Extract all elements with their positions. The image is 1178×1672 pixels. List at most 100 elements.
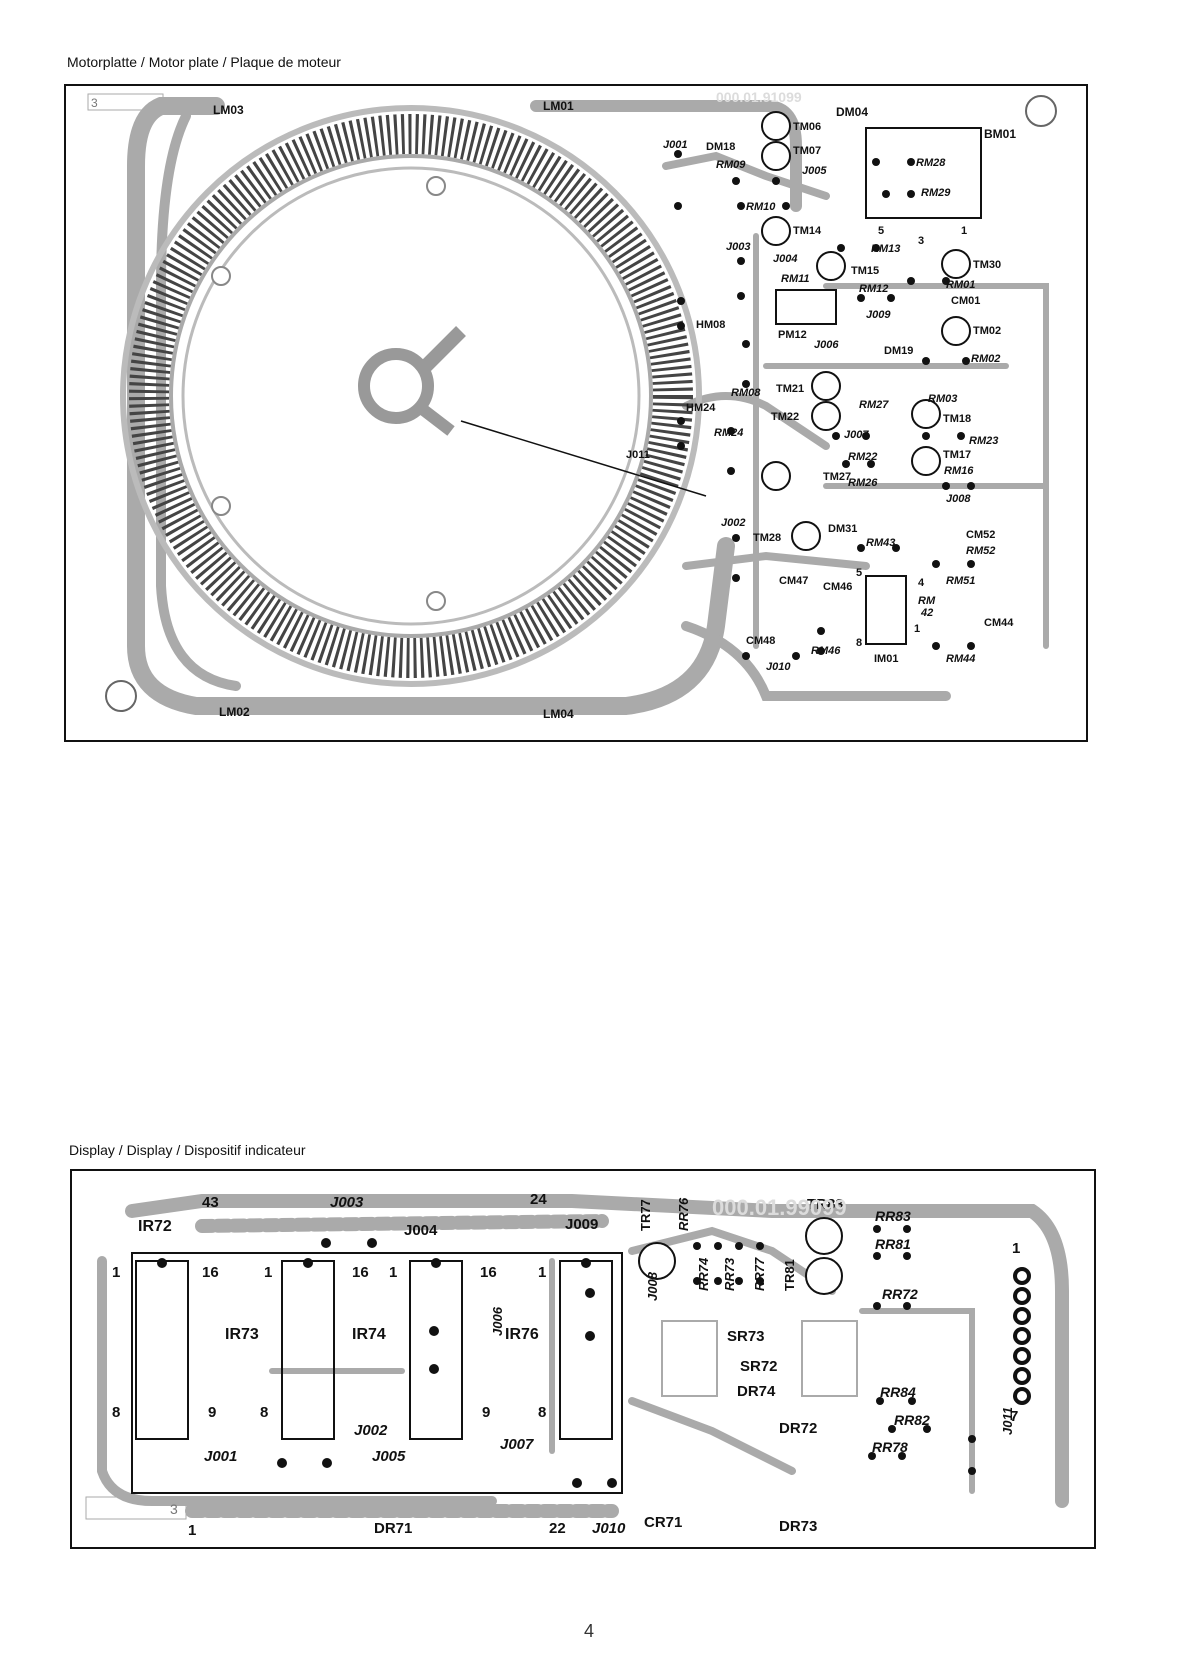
label-j011: J011	[626, 449, 650, 461]
pin-number: 16	[202, 1264, 219, 1281]
label-dr71: DR71	[374, 1520, 412, 1537]
label-tr81: TR81	[782, 1259, 797, 1291]
label-rm09: RM09	[716, 159, 746, 171]
display-outline	[131, 1252, 623, 1494]
pin-number: 1	[264, 1264, 272, 1281]
label-cm47: CM47	[779, 575, 808, 587]
motor-plate-layout: LM03 LM01 LM02 LM04 DM04 BM01 TM06 TM07 …	[87, 89, 1057, 721]
display-transistors	[638, 1217, 843, 1295]
label-tm02: TM02	[973, 325, 1001, 337]
label-j009: J009	[866, 309, 891, 321]
label-j011: J011	[1000, 1407, 1015, 1435]
label-tm22: TM22	[771, 411, 799, 423]
label-lm01: LM01	[543, 99, 574, 113]
label-rm11: RM11	[781, 273, 810, 285]
label-rr83: RR83	[875, 1208, 911, 1224]
label-rm10: RM10	[746, 201, 776, 213]
sr73-block	[661, 1320, 718, 1397]
label-lm04: LM04	[543, 707, 574, 721]
label-dm18: DM18	[706, 141, 735, 153]
label-tm15: TM15	[851, 265, 879, 277]
pin-number: 22	[549, 1520, 566, 1537]
display-caption: Display / Display / Dispositif indicateu…	[69, 1142, 306, 1158]
label-rm46: RM46	[811, 645, 841, 657]
display-edge-marker-digit: 3	[170, 1501, 178, 1517]
label-rm23: RM23	[969, 435, 998, 447]
label-dm19: DM19	[884, 345, 913, 357]
label-j005: J005	[802, 165, 827, 177]
label-j002: J002	[721, 517, 745, 529]
label-cm01: CM01	[951, 295, 980, 307]
pin-number: 3	[918, 235, 924, 247]
label-tm27: TM27	[823, 471, 851, 483]
label-j006: J006	[490, 1306, 505, 1336]
label-rm: RM	[918, 595, 936, 607]
label-j001: J001	[204, 1448, 237, 1465]
label-j002: J002	[354, 1422, 388, 1439]
label-tm30: TM30	[973, 259, 1001, 271]
label-rm01: RM01	[946, 279, 975, 291]
label-rr81: RR81	[875, 1236, 911, 1252]
pin-number: 1	[112, 1264, 120, 1281]
label-rm12: RM12	[859, 283, 888, 295]
page-number: 4	[583, 1621, 594, 1641]
pin-number: 8	[538, 1404, 546, 1421]
pin-number: 1	[961, 225, 967, 237]
label-rm08: RM08	[731, 387, 761, 399]
im01-ic	[865, 575, 907, 645]
pin-number: 16	[480, 1264, 497, 1281]
motor-plate-board: LM03 LM01 LM02 LM04 DM04 BM01 TM06 TM07 …	[64, 84, 1088, 742]
label-tm17: TM17	[943, 449, 971, 461]
pin-number: 1	[389, 1264, 397, 1281]
label-rm27: RM27	[859, 399, 889, 411]
motor-board-code: 000.01.91099	[716, 89, 802, 105]
ir72-ic	[135, 1260, 189, 1440]
pin-number: 8	[260, 1404, 268, 1421]
sr72-block	[801, 1320, 858, 1397]
label-cm48: CM48	[746, 635, 775, 647]
label-j007: J007	[500, 1436, 534, 1453]
label-rr77: RR77	[752, 1257, 767, 1291]
label-tm06: TM06	[793, 121, 821, 133]
label-rm28: RM28	[916, 157, 946, 169]
label-rm44: RM44	[946, 653, 975, 665]
label-rr73: RR73	[722, 1257, 737, 1291]
pin-number: 1	[188, 1522, 196, 1539]
label-j008: J008	[645, 1271, 660, 1301]
label-rm24: RM24	[714, 427, 743, 439]
label-rm26: RM26	[848, 477, 878, 489]
pin-number: 4	[918, 577, 925, 589]
label-j004: J004	[404, 1222, 438, 1239]
motor-component-labels: LM03 LM01 LM02 LM04 DM04 BM01 TM06 TM07 …	[87, 89, 1016, 721]
label-ir74: IR74	[352, 1326, 386, 1343]
pin-number: 24	[530, 1191, 547, 1208]
label-dr73: DR73	[779, 1518, 817, 1535]
label-ir73: IR73	[225, 1326, 259, 1343]
label-j004: J004	[773, 253, 797, 265]
transistors	[761, 111, 971, 551]
label-hm24: HM24	[686, 402, 716, 414]
pin-number: 8	[112, 1404, 120, 1421]
display-pads	[157, 1225, 976, 1488]
label-rr76: RR76	[676, 1197, 691, 1231]
label-sr72: SR72	[740, 1358, 778, 1375]
label-hm08: HM08	[696, 319, 725, 331]
label-rm51: RM51	[946, 575, 975, 587]
pin-number: 43	[202, 1194, 219, 1211]
label-cm46: CM46	[823, 581, 852, 593]
label-j010: J010	[766, 661, 791, 673]
label-j001: J001	[663, 139, 687, 151]
label-ir76: IR76	[505, 1326, 539, 1343]
encoder-disc	[105, 95, 1057, 712]
label-j007: J007	[844, 429, 869, 441]
label-j006: J006	[814, 339, 839, 351]
display-board: IR72 IR73 IR74 IR76 J009 J004 TR77 TR83 …	[70, 1169, 1096, 1549]
label-tm28: TM28	[753, 532, 781, 544]
label-tr77: TR77	[638, 1199, 653, 1231]
label-dr72: DR72	[779, 1420, 817, 1437]
component-pads	[674, 150, 975, 660]
pin-number: 8	[856, 637, 862, 649]
label-tm21: TM21	[776, 383, 804, 395]
label-j008: J008	[946, 493, 971, 505]
label-sr73: SR73	[727, 1328, 765, 1345]
